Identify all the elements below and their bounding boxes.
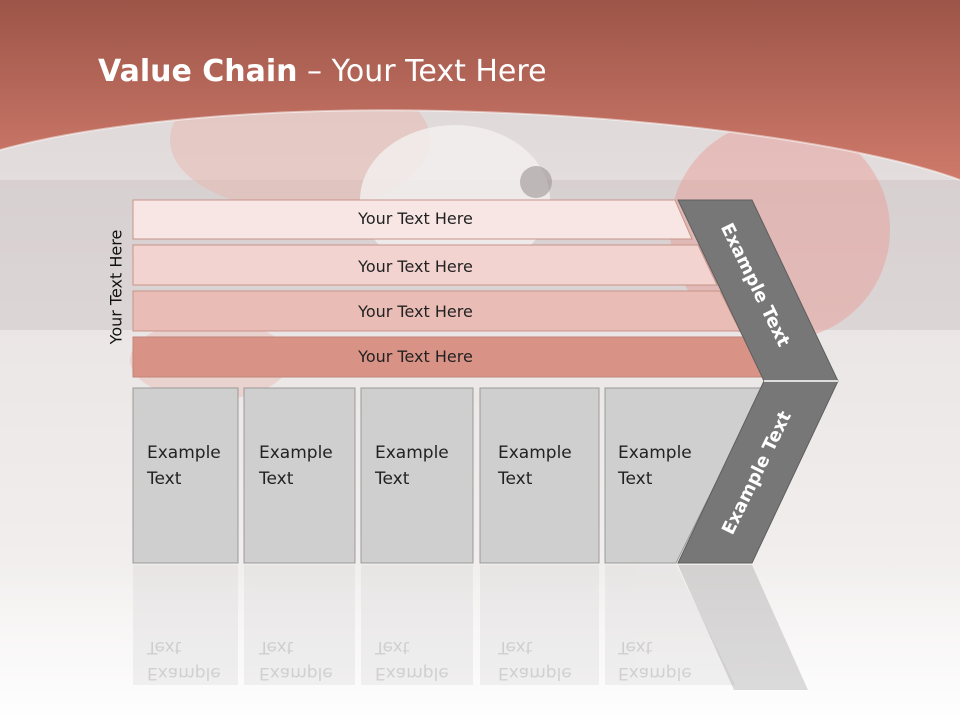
bar-label-1: Your Text Here [358, 209, 473, 228]
title-bold: Value Chain [98, 54, 298, 89]
bar-label-2: Your Text Here [358, 257, 473, 276]
support-bar-2 [132, 244, 718, 286]
slide-title: Value Chain – Your Text Here [98, 54, 547, 89]
bar-label-3: Your Text Here [358, 302, 473, 321]
primary-column-4 [479, 387, 600, 564]
primary-column-3 [360, 387, 474, 564]
primary-column-2 [243, 387, 356, 564]
title-rest: – Your Text Here [297, 54, 547, 89]
primary-column-1 [132, 387, 239, 564]
primary-column-5 [604, 387, 764, 564]
columns-reflection [133, 565, 735, 685]
support-bar-1 [132, 199, 693, 240]
bar-label-4: Your Text Here [358, 347, 473, 366]
margin-arrow-reflection [678, 565, 808, 690]
